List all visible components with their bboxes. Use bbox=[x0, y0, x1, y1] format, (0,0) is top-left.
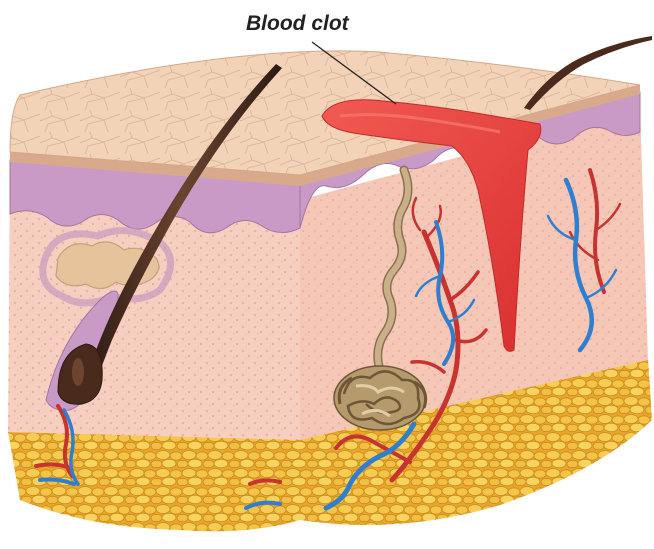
sweat-gland-coil bbox=[334, 366, 426, 430]
blood-clot-label: Blood clot bbox=[246, 12, 350, 35]
